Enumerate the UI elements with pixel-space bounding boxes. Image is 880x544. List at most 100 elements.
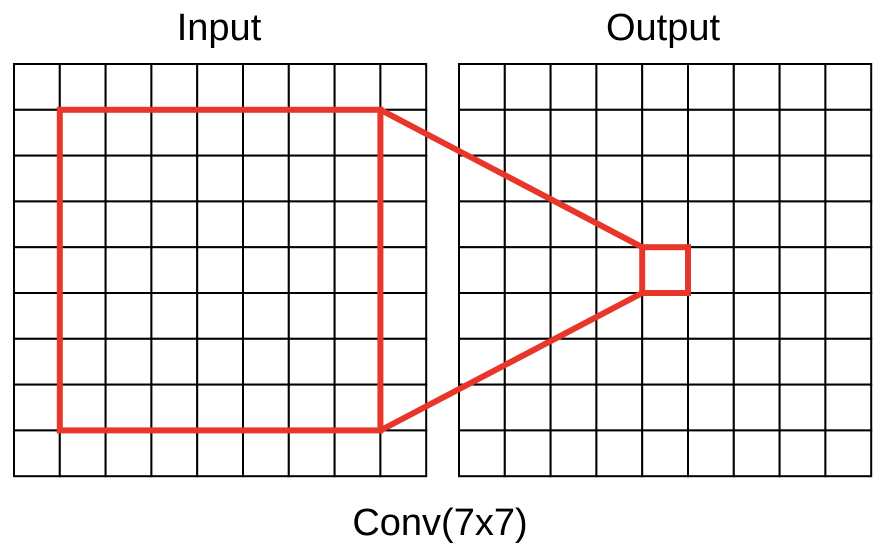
output-grid-cell xyxy=(732,108,781,157)
output-grid-cell xyxy=(824,246,873,294)
output-grid-cell xyxy=(549,383,598,432)
output-grid-cell xyxy=(641,108,690,157)
output-grid-cell xyxy=(687,429,735,478)
input-grid-cell xyxy=(196,292,244,340)
input-grid-cell xyxy=(379,154,428,203)
input-grid-cell xyxy=(379,337,428,386)
output-grid-cell xyxy=(641,337,690,386)
input-grid-cell xyxy=(242,383,290,432)
output-grid-cell xyxy=(687,154,735,203)
input-grid-cell xyxy=(150,292,199,340)
input-grid-cell xyxy=(242,200,290,249)
output-grid-cell xyxy=(778,63,827,111)
output-grid-cell xyxy=(549,246,598,294)
input-grid-cell xyxy=(13,200,61,249)
input-grid-cell xyxy=(13,63,61,111)
input-grid-cell xyxy=(150,337,199,386)
receptive-field-highlight xyxy=(56,106,692,434)
output-grid-cell xyxy=(641,383,690,432)
output-grid-cell xyxy=(824,337,873,386)
input-grid-cell xyxy=(150,200,199,249)
input-grid-cell xyxy=(287,246,336,294)
output-grid-cell xyxy=(824,429,873,478)
input-grid-cell xyxy=(242,108,290,157)
output-grid-cell xyxy=(778,337,827,386)
input-grid-cell xyxy=(58,383,107,432)
output-grid-cell xyxy=(778,292,827,340)
input-grid-cell xyxy=(104,63,153,111)
output-grid-cell xyxy=(595,154,644,203)
output-grid-cell xyxy=(549,154,598,203)
input-grid-cell xyxy=(150,246,199,294)
input-grid-cell xyxy=(242,337,290,386)
output-grid-cell xyxy=(503,292,552,340)
output-grid-cell xyxy=(595,108,644,157)
input-grid-cell xyxy=(13,383,61,432)
input-grid-cell xyxy=(379,200,428,249)
input-grid-cell xyxy=(58,337,107,386)
input-grid-cell xyxy=(287,154,336,203)
output-grid-cell xyxy=(595,246,644,294)
output-grid-cell xyxy=(687,246,735,294)
input-grid-cell xyxy=(196,63,244,111)
input-grid-cell xyxy=(333,63,382,111)
input-grid xyxy=(13,63,428,478)
input-grid-cell xyxy=(333,383,382,432)
output-grid-cell xyxy=(824,108,873,157)
input-grid-cell xyxy=(196,154,244,203)
output-grid-cell xyxy=(778,383,827,432)
output-grid-cell xyxy=(687,337,735,386)
output-grid-cell xyxy=(732,429,781,478)
output-grid-cell xyxy=(503,63,552,111)
input-grid-cell xyxy=(104,108,153,157)
input-grid-cell xyxy=(58,154,107,203)
input-grid-cell xyxy=(287,429,336,478)
input-grid-cell xyxy=(58,200,107,249)
input-grid-cell xyxy=(287,292,336,340)
input-grid-cell xyxy=(287,108,336,157)
output-grid-cell xyxy=(549,63,598,111)
input-kernel-box xyxy=(56,106,384,434)
output-grid-cell xyxy=(778,108,827,157)
output-grid-cell xyxy=(641,63,690,111)
input-grid-cell xyxy=(333,200,382,249)
output-grid-cell xyxy=(824,200,873,249)
input-grid-cell xyxy=(379,246,428,294)
input-grid-cell xyxy=(333,337,382,386)
input-grid-cell xyxy=(58,292,107,340)
input-grid-cell xyxy=(150,383,199,432)
input-grid-cell xyxy=(287,200,336,249)
input-grid-cell xyxy=(196,200,244,249)
input-grid-cell xyxy=(58,108,107,157)
connector-line-top xyxy=(377,106,646,251)
output-grid-cell xyxy=(503,429,552,478)
output-grid-cell xyxy=(687,383,735,432)
input-grid-cell xyxy=(287,63,336,111)
input-grid-cell xyxy=(242,292,290,340)
output-grid-cell xyxy=(458,383,506,432)
input-grid-cell xyxy=(13,154,61,203)
input-grid-cell xyxy=(13,246,61,294)
output-grid-cell xyxy=(458,246,506,294)
output-grid-cell xyxy=(732,154,781,203)
input-grid-cell xyxy=(379,63,428,111)
input-grid-cell xyxy=(333,246,382,294)
output-cell-highlight xyxy=(639,244,692,296)
output-grid-cell xyxy=(778,429,827,478)
output-grid-cell xyxy=(549,108,598,157)
input-grid-cell xyxy=(196,337,244,386)
output-grid-cell xyxy=(458,200,506,249)
output-grid-cell xyxy=(641,246,690,294)
output-grid-cell xyxy=(778,200,827,249)
output-grid xyxy=(458,63,873,478)
input-grid-cell xyxy=(58,429,107,478)
input-grid-cell xyxy=(333,154,382,203)
input-title: Input xyxy=(176,7,262,49)
input-grid-cell xyxy=(150,63,199,111)
output-grid-cell xyxy=(458,292,506,340)
input-grid-cell xyxy=(104,246,153,294)
output-grid-cell xyxy=(595,63,644,111)
input-grid-cell xyxy=(150,429,199,478)
output-grid-cell xyxy=(641,154,690,203)
